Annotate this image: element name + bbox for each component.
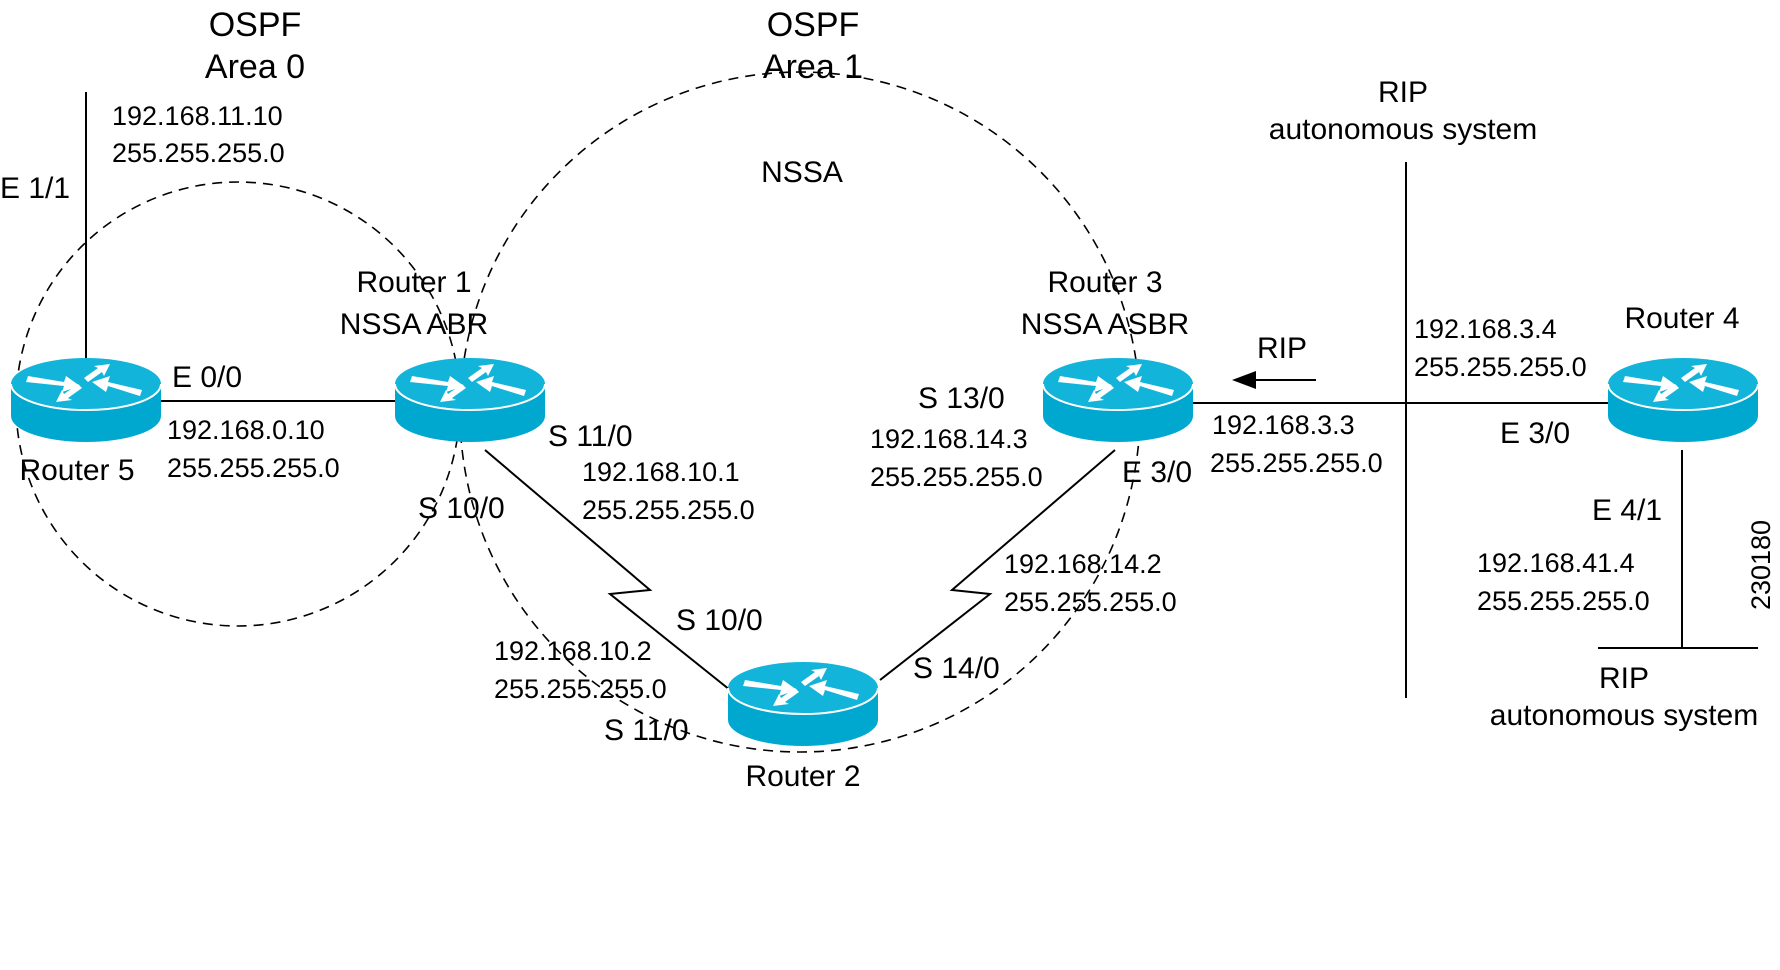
figure-id: 230180: [1746, 520, 1776, 610]
r5-e11-name: E 1/1: [0, 172, 70, 205]
router-3-name: Router 3: [1047, 266, 1162, 299]
area1-title-line1: OSPF: [767, 6, 860, 44]
r4-e41-ip: 192.168.41.4: [1477, 548, 1635, 578]
r2-s100-name: S 10/0: [676, 604, 763, 637]
router-1-name: Router 1: [356, 266, 471, 299]
r3-s130-ip: 192.168.14.3: [870, 424, 1028, 454]
r1-s110-ip: 192.168.10.1: [582, 457, 740, 487]
router-5-name: Router 5: [19, 454, 134, 487]
r3-e30-name: E 3/0: [1122, 456, 1192, 489]
r2-s110-ip: 192.168.10.2: [494, 636, 652, 666]
r3-e30-mask: 255.255.255.0: [1210, 448, 1383, 478]
r5-e00-mask: 255.255.255.0: [167, 453, 340, 483]
r1-s110-name: S 11/0: [548, 420, 633, 453]
r4-e41-mask: 255.255.255.0: [1477, 586, 1650, 616]
r2-s140-mask: 255.255.255.0: [1004, 587, 1177, 617]
r1-r2-serial-link: [484, 449, 731, 691]
r2-r3-serial-link: [879, 449, 1116, 681]
r5-e00-ip: 192.168.0.10: [167, 415, 325, 445]
r3-s130-name: S 13/0: [918, 382, 1005, 415]
r5-e11-mask: 255.255.255.0: [112, 138, 285, 168]
r4-e30-name: E 3/0: [1500, 417, 1570, 450]
r2-s140-ip: 192.168.14.2: [1004, 549, 1162, 579]
rip-top-line2: autonomous system: [1269, 113, 1537, 146]
area0-title-line1: OSPF: [209, 6, 302, 44]
router-2-icon[interactable]: [727, 661, 879, 747]
router-3-role: NSSA ASBR: [1021, 308, 1189, 341]
r2-s110-name: S 11/0: [604, 714, 689, 747]
r3-e30-ip: 192.168.3.3: [1212, 410, 1355, 440]
router-1-role: NSSA ABR: [340, 308, 488, 341]
rip-arrow-label: RIP: [1257, 332, 1307, 365]
r2-s110-mask: 255.255.255.0: [494, 674, 667, 704]
r1-s110-mask: 255.255.255.0: [582, 495, 755, 525]
rip-bottom-line2: autonomous system: [1490, 699, 1758, 732]
r2-s140-name: S 14/0: [913, 652, 1000, 685]
r4-e30-mask: 255.255.255.0: [1414, 352, 1587, 382]
area1-title-line2: Area 1: [763, 48, 863, 86]
router-4-name: Router 4: [1624, 302, 1739, 335]
r1-s100-name: S 10/0: [418, 492, 505, 525]
router-5-icon[interactable]: [10, 357, 162, 443]
router-2-name: Router 2: [745, 760, 860, 793]
r5-e00-name: E 0/0: [172, 361, 242, 394]
rip-direction-arrow-icon: [1232, 371, 1316, 389]
nssa-label: NSSA: [761, 156, 843, 189]
area0-title-line2: Area 0: [205, 48, 305, 86]
r4-e30-ip: 192.168.3.4: [1414, 314, 1557, 344]
rip-bottom-line1: RIP: [1599, 662, 1649, 695]
r3-s130-mask: 255.255.255.0: [870, 462, 1043, 492]
router-4-icon[interactable]: [1607, 357, 1759, 443]
router-1-icon[interactable]: [394, 357, 546, 443]
router-3-icon[interactable]: [1042, 357, 1194, 443]
rip-top-line1: RIP: [1378, 76, 1428, 109]
r5-e11-ip: 192.168.11.10: [112, 101, 283, 131]
r4-e41-name: E 4/1: [1592, 494, 1662, 527]
